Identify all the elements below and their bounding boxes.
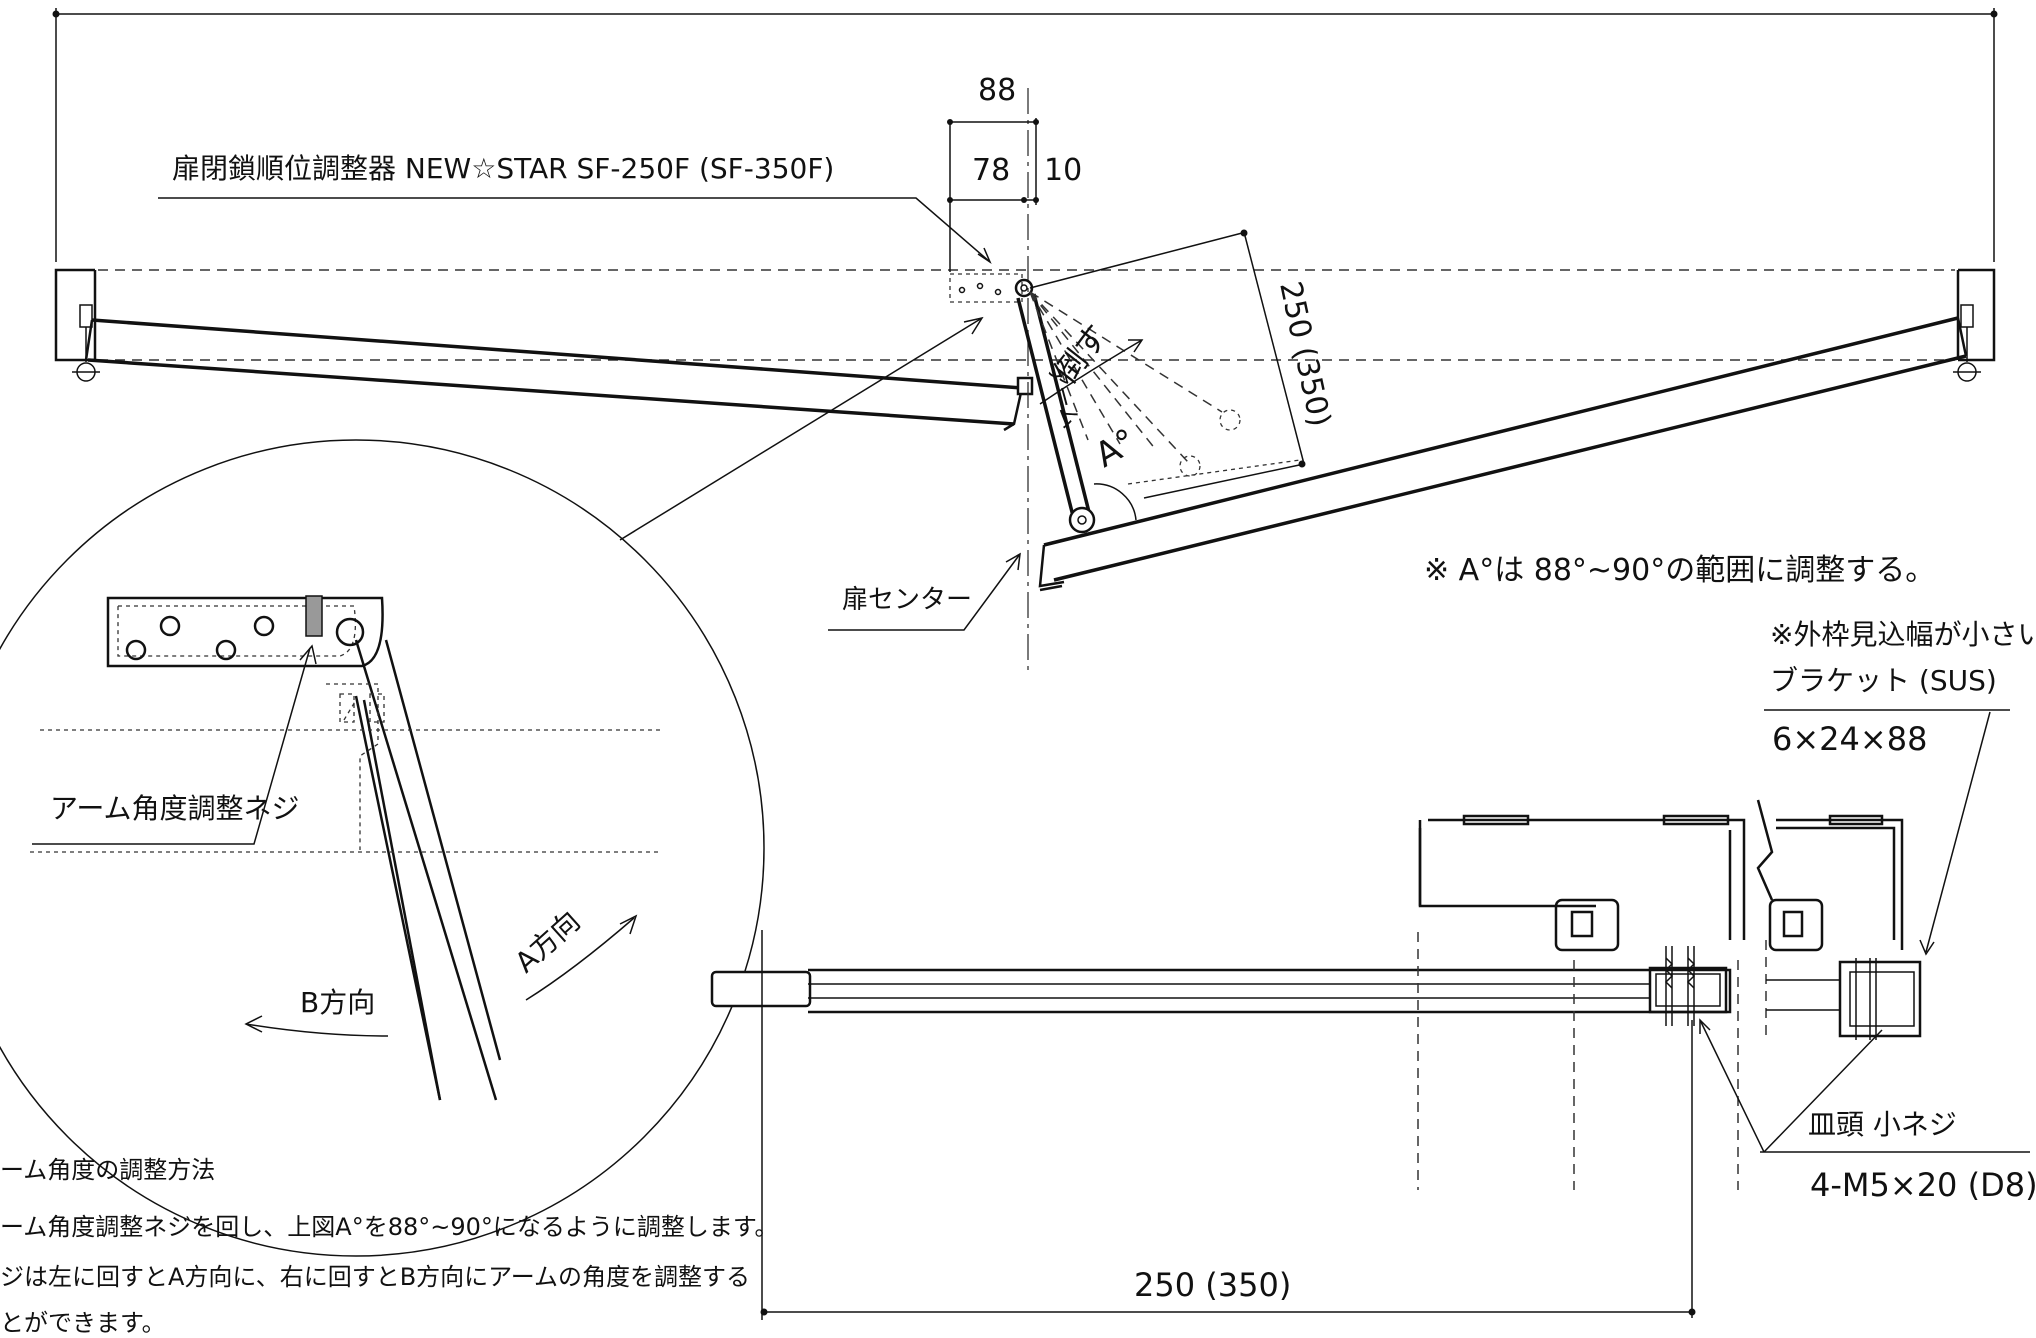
section-closer-body bbox=[1648, 946, 1922, 1040]
door-center-label-group: 扉センター bbox=[828, 552, 1021, 631]
bracket-note-group: ※外枠見込幅が小さい時 ブラケット (SUS) 6×24×88 bbox=[1764, 618, 2036, 956]
dim-250-bottom-label: 250 (350) bbox=[1134, 1266, 1291, 1304]
procedure-line-1: ーム角度調整ネジを回し、上図A°を88°~90°になるように調整します。 bbox=[0, 1213, 779, 1241]
right-jamb bbox=[1953, 268, 1996, 382]
angle-a-group: A° bbox=[1089, 421, 1301, 521]
door-center-and-top-dims: 88 78 10 bbox=[947, 73, 1082, 670]
frame-hidden-lines bbox=[98, 269, 1955, 361]
procedure-title: ーム角度の調整方法 bbox=[0, 1156, 216, 1184]
right-door-leaf bbox=[1038, 316, 1968, 592]
overall-width-dimension bbox=[52, 8, 1998, 262]
screw-label-group: 皿頭 小ネジ 4-M5×20 (D8) bbox=[1699, 1018, 2036, 1204]
procedure-line-3: とができます。 bbox=[0, 1309, 166, 1337]
dim-10-label: 10 bbox=[1044, 153, 1082, 188]
section-view bbox=[1418, 799, 1904, 1040]
dir-b-label: B方向 bbox=[300, 986, 375, 1019]
dim-88-label: 88 bbox=[978, 73, 1016, 108]
section-weatherstrip bbox=[1554, 898, 1824, 952]
bracket-size-label: 6×24×88 bbox=[1772, 720, 1927, 758]
product-label-group: 扉閉鎖順位調整器 NEW☆STAR SF-250F (SF-350F) bbox=[158, 152, 992, 265]
dim-250-vertical-label: 250 (350) bbox=[1272, 278, 1337, 430]
arm-screw-label: アーム角度調整ネジ bbox=[50, 792, 299, 825]
section-door-leaf bbox=[710, 930, 1739, 1320]
dim-250-bottom: 250 (350) bbox=[760, 1020, 1696, 1318]
screw-spec-label: 4-M5×20 (D8) bbox=[1810, 1166, 2036, 1204]
dir-a-label: A方向 bbox=[509, 904, 587, 979]
angle-range-note: ※ A°は 88°~90°の範囲に調整する。 bbox=[1424, 553, 1935, 588]
detail-arm bbox=[30, 639, 660, 1101]
angle-a-label: A° bbox=[1089, 421, 1144, 476]
detail-circle bbox=[0, 316, 984, 1257]
detail-closer-body bbox=[106, 595, 384, 668]
bracket-note-line1: ※外枠見込幅が小さい時 bbox=[1770, 618, 2036, 651]
left-jamb bbox=[54, 268, 100, 382]
bracket-note-line2: ブラケット (SUS) bbox=[1770, 664, 1997, 697]
direction-arrows: A方向 B方向 bbox=[244, 904, 638, 1037]
product-name-label: 扉閉鎖順位調整器 NEW☆STAR SF-250F (SF-350F) bbox=[172, 152, 834, 185]
door-center-label: 扉センター bbox=[842, 585, 972, 615]
dim-78-label: 78 bbox=[972, 153, 1010, 188]
arm-screw-label-group: アーム角度調整ネジ bbox=[32, 644, 317, 845]
screw-name-label: 皿頭 小ネジ bbox=[1808, 1108, 1957, 1141]
procedure-line-2: ジは左に回すとA方向に、右に回すとB方向にアームの角度を調整する bbox=[0, 1263, 751, 1291]
